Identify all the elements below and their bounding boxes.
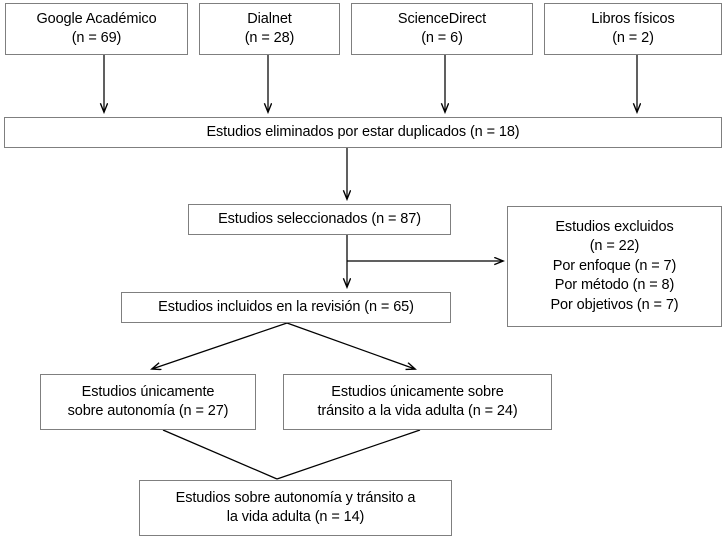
edge-solo-transito-ambos bbox=[276, 429, 421, 480]
node-seleccionados-label: Estudios seleccionados (n = 87) bbox=[218, 210, 421, 227]
node-source-google-label: Google Académico (n = 69) bbox=[36, 10, 157, 46]
node-ambos-label: Estudios sobre autonomía y tránsito a la… bbox=[175, 489, 416, 525]
node-source-dialnet-label: Dialnet (n = 28) bbox=[244, 10, 295, 46]
node-solo-autonomia[interactable]: Estudios únicamente sobre autonomía (n =… bbox=[40, 374, 256, 430]
node-seleccionados[interactable]: Estudios seleccionados (n = 87) bbox=[188, 204, 451, 235]
node-source-sciencedirect-label: ScienceDirect (n = 6) bbox=[397, 10, 487, 46]
node-source-libros[interactable]: Libros físicos (n = 2) bbox=[544, 3, 722, 55]
node-excluidos-label: Estudios excluidos (n = 22) Por enfoque … bbox=[550, 218, 679, 313]
node-ambos[interactable]: Estudios sobre autonomía y tránsito a la… bbox=[139, 480, 452, 536]
node-source-sciencedirect[interactable]: ScienceDirect (n = 6) bbox=[351, 3, 533, 55]
node-incluidos-label: Estudios incluidos en la revisión (n = 6… bbox=[158, 298, 414, 315]
node-duplicados[interactable]: Estudios eliminados por estar duplicados… bbox=[4, 117, 722, 148]
edge-incluidos-solo-autonomia bbox=[152, 322, 288, 369]
node-solo-transito[interactable]: Estudios únicamente sobre tránsito a la … bbox=[283, 374, 552, 430]
node-incluidos[interactable]: Estudios incluidos en la revisión (n = 6… bbox=[121, 292, 451, 323]
node-solo-autonomia-label: Estudios únicamente sobre autonomía (n =… bbox=[67, 383, 229, 419]
node-duplicados-label: Estudios eliminados por estar duplicados… bbox=[206, 123, 520, 140]
node-solo-transito-label: Estudios únicamente sobre tránsito a la … bbox=[317, 383, 518, 419]
node-source-dialnet[interactable]: Dialnet (n = 28) bbox=[199, 3, 340, 55]
node-excluidos[interactable]: Estudios excluidos (n = 22) Por enfoque … bbox=[507, 206, 722, 327]
edge-incluidos-solo-transito bbox=[286, 322, 415, 369]
node-source-google[interactable]: Google Académico (n = 69) bbox=[5, 3, 188, 55]
edge-solo-autonomia-ambos bbox=[162, 429, 278, 480]
node-source-libros-label: Libros físicos (n = 2) bbox=[591, 10, 675, 46]
